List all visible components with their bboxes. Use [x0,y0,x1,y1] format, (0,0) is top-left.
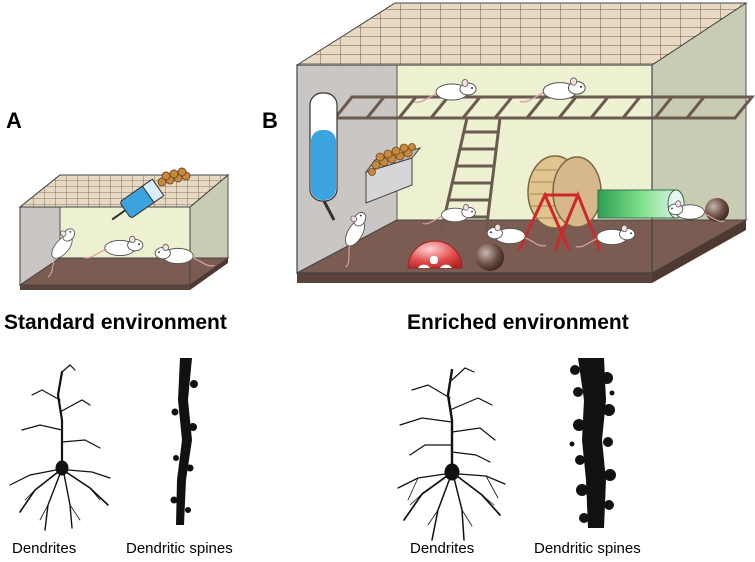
dendrite-segment-icon [170,358,198,525]
water-bottle-icon [111,178,165,221]
ball-icon [705,198,729,222]
ball-icon [476,243,504,271]
enriched-dendrites-caption: Dendrites [410,540,475,557]
neuron-icon [397,367,506,541]
panel-a-letter: A [6,108,22,133]
running-wheel-icon [517,155,602,251]
ladder-icon [331,95,755,120]
water-bottle-icon [309,92,338,221]
panel-b-letter: B [262,108,278,133]
food-hopper-icon [157,167,191,187]
enriched-spines-caption: Dendritic spines [534,540,641,557]
food-hopper-icon [364,143,422,204]
dendrite-segment-icon [569,358,616,528]
igloo-icon [407,240,463,269]
enriched-environment-title: Enriched environment [407,311,629,334]
standard-environment-title: Standard environment [4,311,227,334]
standard-spines-caption: Dendritic spines [126,540,233,557]
neuron-icon [9,364,111,531]
standard-dendrites-caption: Dendrites [12,540,77,557]
standard-cage-icon [18,173,230,290]
